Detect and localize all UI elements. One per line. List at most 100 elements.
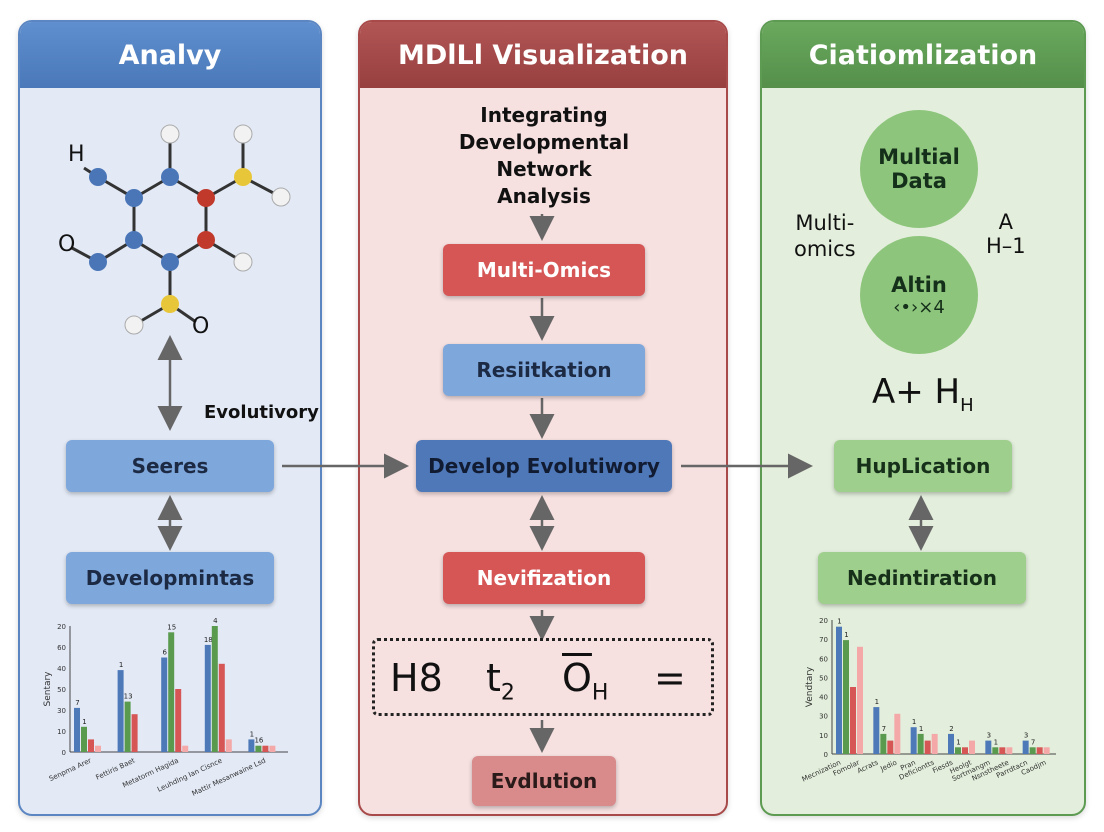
chart-bar [924, 740, 931, 754]
atom-label-o1: O [58, 232, 76, 257]
chart-bar [175, 689, 182, 752]
chart-y-tick-label: 60 [57, 644, 66, 652]
molecule-icon [71, 124, 291, 335]
formula-equals: = [654, 656, 686, 700]
chart-bar [969, 740, 975, 754]
chart-bar [850, 687, 856, 754]
chart-bar [843, 640, 849, 754]
resiitkation-box[interactable]: Resiitkation [443, 344, 645, 396]
chart-bar [269, 745, 276, 752]
develop-evolutiwory-box[interactable]: Develop Evolutiwory [416, 440, 672, 492]
chart-y-tick-label: 70 [819, 636, 828, 644]
chart-y-axis-label: Sentary [43, 671, 53, 707]
chart-bar [262, 745, 269, 752]
chart-data-label: 7 [1031, 738, 1035, 746]
seeres-box[interactable]: Seeres [66, 440, 274, 492]
chart-bar [887, 740, 894, 754]
chart-bar [999, 747, 1006, 754]
chart-y-tick-label: 20 [819, 617, 828, 625]
chart-bar [248, 739, 255, 752]
circle2-line2: ‹•›×4 [893, 296, 945, 318]
chart-x-tick-label: Senpma Arer [48, 757, 93, 784]
chart-x-tick-label: Acrats [856, 758, 880, 775]
chart-bar [992, 747, 999, 754]
chart-data-label: 13 [124, 693, 133, 701]
atom-label-h: H [68, 142, 85, 167]
chart-data-label: 7 [882, 725, 886, 733]
formula-o: OH [562, 656, 609, 706]
chart-bar [117, 670, 124, 752]
chart-data-label: 7 [75, 699, 79, 707]
circle2-line1: Altin [891, 272, 947, 297]
nedintiration-box[interactable]: Nedintiration [818, 552, 1026, 604]
chart-bar [204, 644, 211, 752]
chart-data-label: 18 [204, 636, 213, 644]
chart-bar [962, 747, 968, 754]
developmintas-box[interactable]: Developmintas [66, 552, 274, 604]
chart-y-tick-label: 0 [824, 751, 828, 759]
chart-data-label: 16 [254, 737, 263, 745]
chart-bar [88, 739, 94, 752]
huplication-box[interactable]: HupLication [834, 440, 1012, 492]
chart-data-label: 1 [250, 730, 254, 738]
chart-y-tick-label: 60 [819, 655, 828, 663]
chart-bar [985, 740, 992, 754]
chart-bar [81, 726, 87, 752]
chart-x-tick-label: Mattir Mesanwaine Lsd [191, 757, 267, 798]
chart-bar [161, 657, 168, 752]
chart-y-tick-label: 0 [62, 749, 66, 757]
chart-bar [873, 707, 880, 754]
evolutivory-label: Evolutivory [204, 402, 319, 423]
chart-y-tick-label: 50 [57, 686, 66, 694]
chart-bar [917, 733, 924, 754]
multial-data-circle: Multial Data [860, 110, 978, 228]
altin-circle: Altin ‹•›×4 [860, 236, 978, 354]
chart-y-tick-label: 30 [819, 713, 828, 721]
a-h1-side-label: A H–1 [986, 210, 1026, 258]
multi-omics-box[interactable]: Multi-Omics [443, 244, 645, 296]
chart-data-label: 3 [987, 732, 991, 740]
intro-text: Integrating Developmental Network Analys… [400, 102, 688, 210]
chart-x-tick-label: Jedio [878, 759, 898, 774]
chart-data-label: 1 [912, 718, 916, 726]
chart-bar [857, 646, 863, 754]
chart-data-label: 2 [949, 725, 953, 733]
chart-bar [182, 745, 189, 752]
chart-bar [955, 747, 961, 754]
chart-data-label: 3 [1024, 732, 1028, 740]
chart-bar [218, 663, 225, 752]
visualization-panel-title: MDlLl Visualization [360, 22, 726, 88]
chart-bar [95, 745, 101, 752]
chart-bar [836, 626, 842, 754]
chart-y-tick-label: 20 [57, 623, 66, 631]
intro-line: Network [496, 157, 592, 181]
chart-data-label: 4 [213, 617, 218, 625]
intro-line: Integrating [480, 103, 608, 127]
atom-label-o2: O [192, 314, 210, 339]
chart-bar [880, 733, 887, 754]
chart-bar [1043, 747, 1050, 754]
chart-y-axis-label: Vendtary [805, 666, 815, 707]
chart-bar [948, 733, 954, 754]
chart-bar [255, 745, 262, 752]
analysis-panel-title: Analvy [20, 22, 320, 88]
chart-bar [1022, 740, 1029, 754]
nevifization-box[interactable]: Nevifization [443, 552, 645, 604]
citation-panel-title: Ciatiomlization [762, 22, 1084, 88]
a-plus-h-formula: A+ HH [872, 372, 974, 416]
multi-omics-side-label: Multi- omics [794, 211, 856, 261]
chart-bar [1006, 747, 1013, 754]
chart-bar [225, 739, 232, 752]
evdlution-box[interactable]: Evdlution [472, 756, 616, 806]
chart-y-tick-label: 10 [819, 732, 828, 740]
chart-data-label: 15 [167, 623, 176, 631]
chart-data-label: 1 [956, 738, 960, 746]
intro-line: Analysis [497, 184, 591, 208]
chart-data-label: 1 [919, 725, 923, 733]
chart-data-label: 1 [119, 661, 123, 669]
chart-y-tick-label: 30 [57, 707, 66, 715]
chart-bar [74, 707, 80, 752]
chart-data-label: 6 [162, 649, 167, 657]
